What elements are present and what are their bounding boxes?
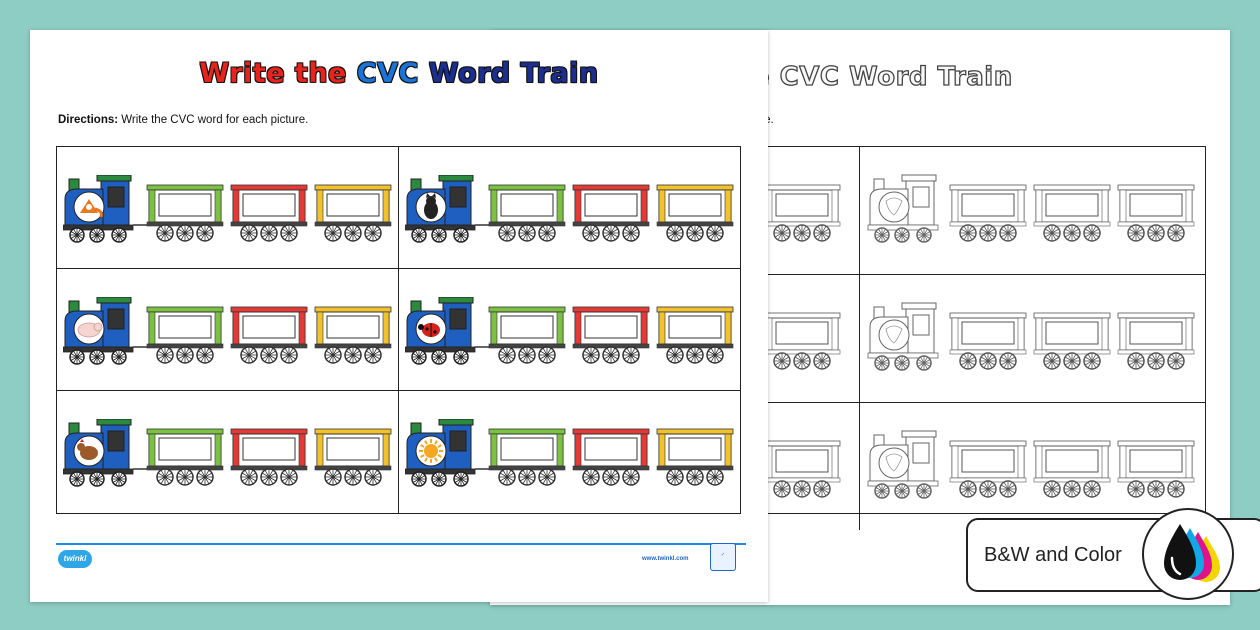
bw-worksheet-title: the CVC Word Train bbox=[719, 61, 1013, 92]
train-illustration bbox=[404, 419, 733, 487]
train-illustration bbox=[63, 175, 392, 243]
bw-cell bbox=[860, 403, 1206, 530]
bw-partial-car bbox=[763, 312, 841, 370]
directions-label: Directions: bbox=[58, 114, 119, 126]
title-part-3: Word Train bbox=[428, 58, 599, 90]
train-cell bbox=[399, 391, 741, 513]
ink-drops-icon bbox=[1142, 508, 1234, 600]
train-illustration bbox=[63, 297, 392, 365]
bw-train-grid bbox=[736, 146, 1206, 530]
worksheet-directions: Directions: Write the CVC word for each … bbox=[58, 114, 308, 126]
color-worksheet-preview: Write the CVC Word Train Directions: Wri… bbox=[30, 30, 768, 602]
footer-divider bbox=[56, 543, 746, 545]
bw-cell bbox=[736, 403, 860, 530]
bw-train-illustration bbox=[867, 302, 1195, 371]
bw-train-illustration bbox=[867, 174, 1195, 243]
bw-train-illustration bbox=[867, 430, 1195, 499]
footer-url: www.twinkl.com bbox=[642, 556, 689, 562]
worksheet-title: Write the CVC Word Train bbox=[30, 58, 768, 90]
tag-label: B&W and Color bbox=[984, 544, 1122, 566]
bw-cell bbox=[736, 275, 860, 403]
quality-badge-icon: ✓ bbox=[710, 543, 736, 571]
train-illustration bbox=[404, 297, 733, 365]
train-cell bbox=[57, 269, 399, 391]
title-part-1: Write the bbox=[199, 58, 347, 90]
train-cell bbox=[57, 147, 399, 269]
train-illustration bbox=[404, 175, 733, 243]
train-cell bbox=[398, 269, 740, 391]
train-grid bbox=[56, 146, 741, 514]
bw-partial-car bbox=[763, 440, 841, 498]
train-cell bbox=[57, 391, 399, 513]
train-illustration bbox=[63, 419, 392, 487]
bw-cell bbox=[860, 275, 1206, 403]
train-cell bbox=[398, 147, 740, 269]
bw-cell bbox=[860, 147, 1206, 275]
bw-cell bbox=[736, 147, 860, 275]
twinkl-logo: twinkl bbox=[58, 550, 92, 568]
title-part-2: CVC bbox=[356, 58, 419, 90]
directions-text: Write the CVC word for each picture. bbox=[121, 114, 309, 126]
bw-partial-car bbox=[763, 184, 841, 242]
